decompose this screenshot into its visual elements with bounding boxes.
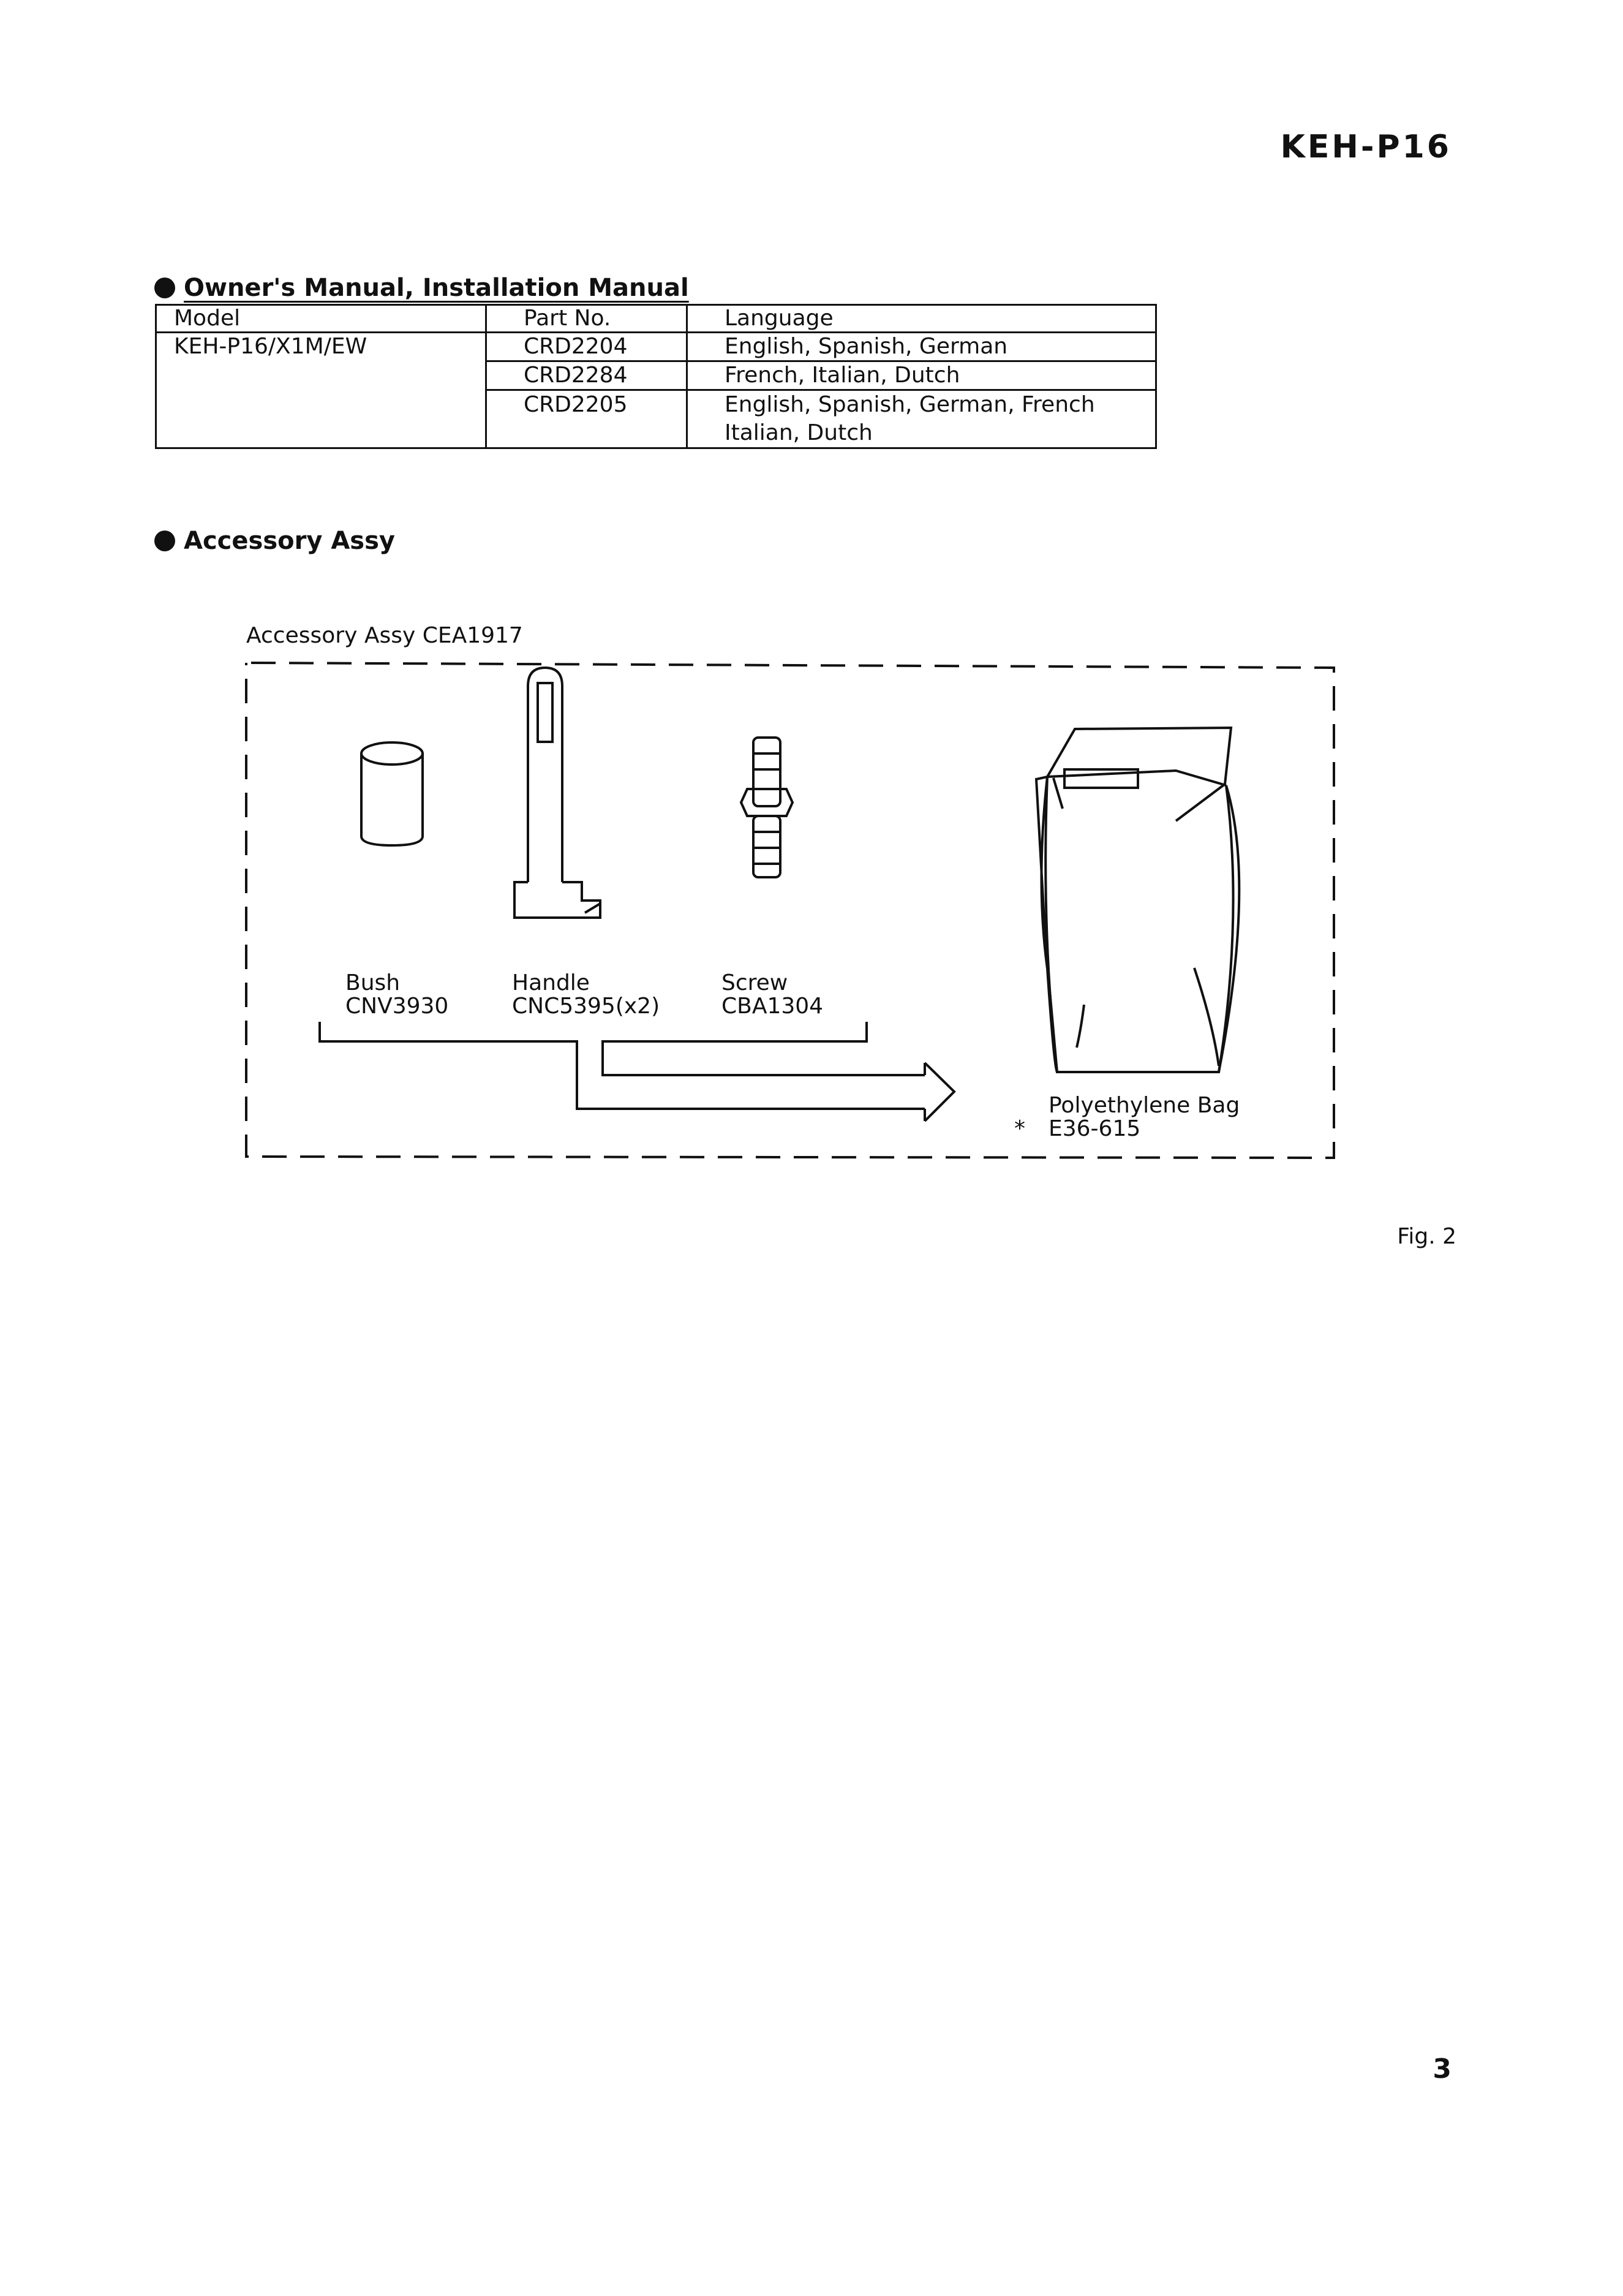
- table-row: CRD2284 French, Italian, Dutch: [156, 360, 1157, 391]
- bullet-icon: [154, 278, 175, 298]
- bag-name: Polyethylene Bag: [1049, 1093, 1240, 1118]
- manuals-table: Model Part No. Language KEH-P16/X1M/EW C…: [155, 304, 1157, 449]
- screw-part-no: CBA1304: [721, 994, 824, 1019]
- bush-part-no: CNV3930: [345, 994, 449, 1019]
- accessory-diagram: Accessory Assy CEA1917 Bush CNV3930 Hand…: [239, 623, 1354, 1176]
- handle-name: Handle: [512, 970, 590, 995]
- manuals-heading-text: Owner's Manual, Installation Manual: [184, 274, 689, 302]
- screw-name: Screw: [721, 970, 788, 995]
- manuals-heading: Owner's Manual, Installation Manual: [154, 274, 689, 302]
- accessory-heading-text: Accessory Assy: [184, 527, 395, 555]
- part-no-cell: CRD2284: [485, 360, 688, 391]
- diagram-drawing: [245, 662, 1335, 1160]
- model-title: KEH-P16: [1280, 129, 1452, 165]
- model-cell: KEH-P16/X1M/EW: [155, 331, 487, 449]
- assy-label: Accessory Assy CEA1917: [246, 623, 523, 648]
- part-no-cell: CRD2205: [485, 389, 688, 449]
- column-header-language: Language: [686, 304, 1157, 333]
- language-cell: English, Spanish, German: [686, 331, 1157, 362]
- screw-icon: [739, 736, 794, 878]
- language-cell: French, Italian, Dutch: [686, 360, 1157, 391]
- assy-dashed-border: [245, 662, 1335, 1160]
- language-line: English, Spanish, German, French: [725, 392, 1095, 417]
- table-header-row: Model Part No. Language: [155, 304, 1157, 333]
- accessory-heading: Accessory Assy: [154, 527, 395, 555]
- table-row: KEH-P16/X1M/EW CRD2204 English, Spanish,…: [155, 331, 1157, 449]
- bag-part-no: E36-615: [1049, 1116, 1141, 1141]
- bush-name: Bush: [345, 970, 401, 995]
- bullet-icon: [154, 531, 175, 551]
- polyethylene-bag-icon: [1034, 726, 1241, 1073]
- handle-icon: [513, 666, 601, 919]
- bag-marker: *: [1014, 1116, 1025, 1141]
- flow-arrow-icon: [318, 1022, 956, 1122]
- figure-label: Fig. 2: [1397, 1224, 1456, 1249]
- column-header-model: Model: [155, 304, 487, 333]
- language-cell: English, Spanish, German, French Italian…: [686, 389, 1157, 449]
- bush-icon: [360, 741, 424, 847]
- language-line: Italian, Dutch: [725, 420, 873, 445]
- page-number: 3: [1433, 2053, 1452, 2085]
- part-no-cell: CRD2204: [485, 331, 688, 362]
- handle-part-no: CNC5395(x2): [512, 994, 660, 1019]
- column-header-part-no: Part No.: [485, 304, 688, 333]
- table-row: CRD2205 English, Spanish, German, French…: [156, 389, 1157, 449]
